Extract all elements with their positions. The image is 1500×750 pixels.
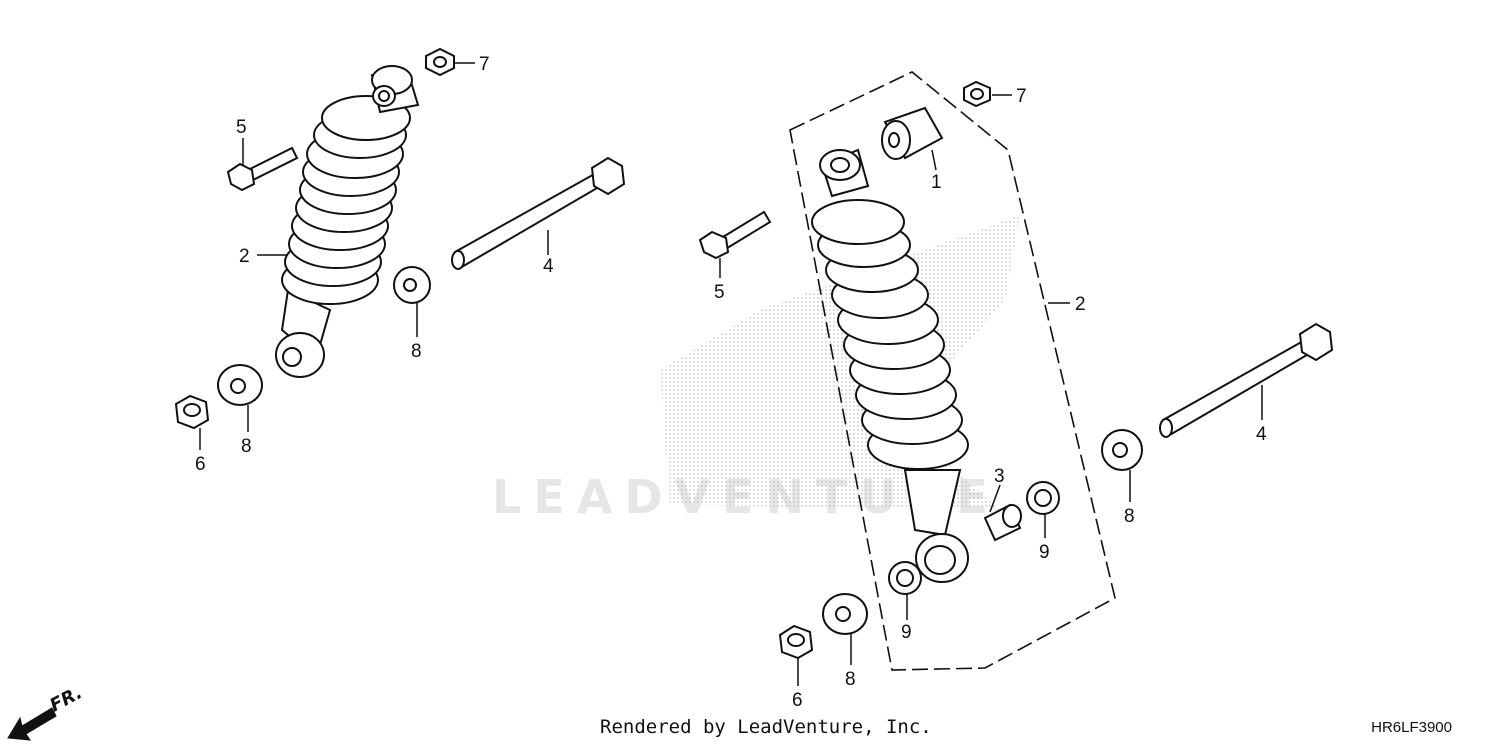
callout-left-4: 4 <box>543 256 554 277</box>
right-shock-spring <box>811 199 969 470</box>
wing-logo-watermark <box>660 215 1020 510</box>
credit-text: Rendered by LeadVenture, Inc. <box>600 716 932 738</box>
diagram-code: HR6LF3900 <box>1371 719 1452 736</box>
callout-left-7: 7 <box>479 54 490 75</box>
assembly-boundary-dashed <box>789 71 1116 671</box>
callout-right-3: 3 <box>994 466 1005 487</box>
right-collar-3 <box>983 503 1022 542</box>
callout-left-6: 6 <box>195 454 206 475</box>
right-long-bolt-4 <box>1159 322 1334 438</box>
right-bushing-1 <box>881 106 944 160</box>
callout-right-8-far: 8 <box>1124 506 1135 527</box>
callout-right-9-lower: 9 <box>901 622 912 643</box>
left-nut-7 <box>425 47 455 77</box>
left-shock-spring <box>281 95 411 305</box>
left-shock-lower-body <box>275 288 332 378</box>
left-shock-top-eye <box>370 65 420 114</box>
right-washer-8-far <box>1101 429 1143 471</box>
right-shock-lower-body <box>903 469 969 583</box>
right-nut-6 <box>778 624 814 660</box>
callout-right-4: 4 <box>1256 424 1267 445</box>
callouts-left: 7 5 2 4 8 6 8 <box>195 54 554 475</box>
right-shock-assembly <box>698 71 1334 686</box>
callout-right-5: 5 <box>714 282 725 303</box>
left-leader-lines <box>199 62 549 450</box>
left-bolt-5 <box>226 146 299 192</box>
left-washer-8-lower <box>217 364 263 406</box>
left-nut-6 <box>174 394 210 430</box>
left-long-bolt-4 <box>451 156 626 270</box>
callout-left-5: 5 <box>236 117 247 138</box>
right-leader-lines <box>719 94 1263 686</box>
right-shock-top-eye <box>819 148 870 198</box>
right-nut-7 <box>963 80 991 108</box>
callout-right-8-lower: 8 <box>845 669 856 690</box>
callout-right-2: 2 <box>1075 294 1086 315</box>
callout-right-1: 1 <box>931 172 942 193</box>
right-bushing-9-upper <box>1026 481 1060 515</box>
front-arrow-icon <box>7 707 57 741</box>
right-bolt-5 <box>698 210 772 260</box>
right-washer-8-lower <box>822 593 868 635</box>
callout-left-8-lower: 8 <box>241 436 252 457</box>
left-washer-8-upper <box>393 266 431 304</box>
callout-right-9-upper: 9 <box>1039 542 1050 563</box>
callout-left-2: 2 <box>239 246 250 267</box>
left-shock-assembly <box>174 47 626 450</box>
callouts-right: 7 1 5 2 4 3 8 9 9 8 6 <box>714 86 1267 711</box>
callout-right-6: 6 <box>792 690 803 711</box>
front-direction-indicator: FR. <box>7 682 86 741</box>
callout-left-8-upper: 8 <box>411 341 422 362</box>
right-bushing-9-lower <box>888 561 922 595</box>
callout-right-7: 7 <box>1016 86 1027 107</box>
